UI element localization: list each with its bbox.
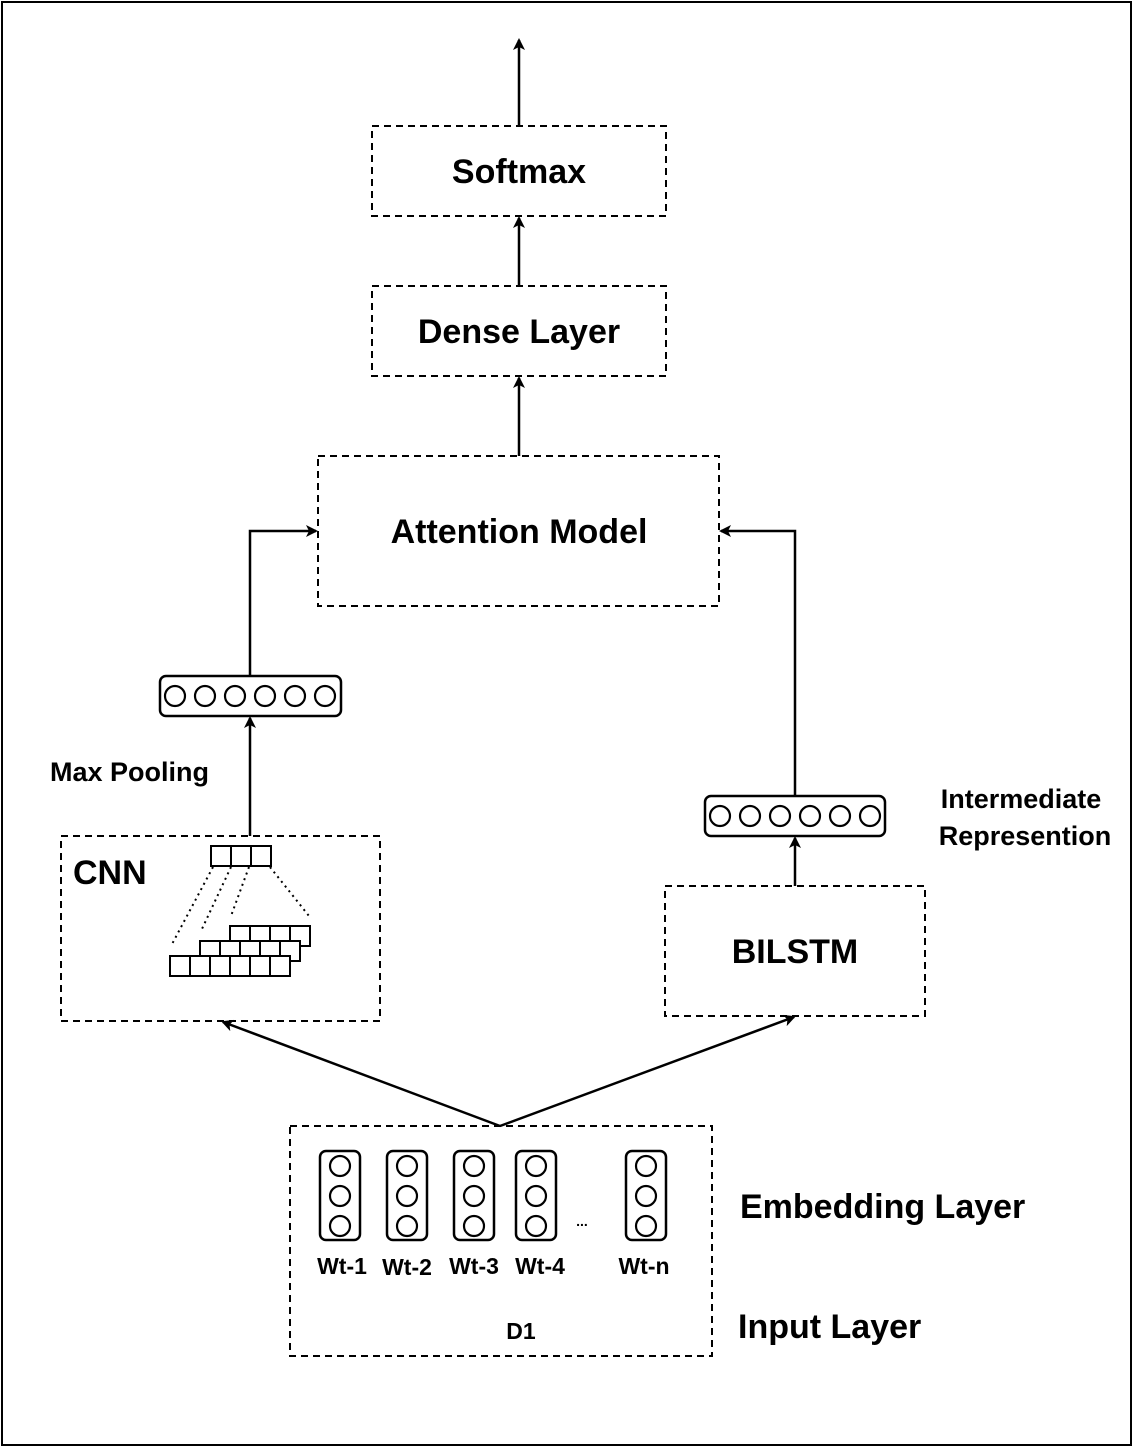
- token-label-wt-1: Wt-1: [317, 1253, 367, 1279]
- input-to-cnn-arrow: [221, 1019, 501, 1128]
- input-box-label: D1: [506, 1318, 536, 1344]
- intermediate-label-line2: Represention: [939, 821, 1112, 851]
- cnn-feature-map-front: [169, 955, 291, 977]
- intermediate-vector: [703, 794, 887, 838]
- input-to-bilstm-arrow: [499, 1014, 796, 1128]
- max-pooling-label: Max Pooling: [50, 757, 209, 787]
- bilstm-node: BILSTM: [664, 885, 926, 1017]
- dense-layer-node: Dense Layer: [371, 285, 667, 377]
- attention-model-node: Attention Model: [317, 455, 720, 607]
- pooling-to-attention-arrow: [248, 525, 318, 676]
- cnn-projection-line: [230, 866, 250, 917]
- token-label-wt-2: Wt-2: [382, 1254, 432, 1280]
- embedding-layer-label: Embedding Layer: [740, 1188, 1025, 1226]
- embedding-vector-wt-2: [385, 1149, 429, 1242]
- bilstm-label: BILSTM: [732, 933, 859, 971]
- token-label-wt-n: Wt-n: [618, 1253, 669, 1279]
- softmax-node: Softmax: [371, 125, 667, 217]
- ellipsis-label: ...: [576, 1213, 588, 1229]
- cnn-filter: [210, 845, 272, 867]
- cnn-projection-line: [269, 866, 310, 917]
- cnn-label: CNN: [73, 854, 147, 892]
- embedding-vector-wt-n: [624, 1149, 668, 1242]
- embedding-vector-wt-3: [452, 1149, 496, 1242]
- token-label-wt-4: Wt-4: [515, 1253, 565, 1279]
- cnn-projection-line: [200, 866, 232, 932]
- token-label-wt-3: Wt-3: [449, 1253, 499, 1279]
- cnn-node: CNN: [60, 835, 381, 1022]
- pooled-vector: [158, 674, 343, 718]
- input-layer-label: Input Layer: [738, 1308, 921, 1346]
- embedding-vector-wt-4: [514, 1149, 558, 1242]
- intermediate-label-line1: Intermediate: [941, 784, 1102, 814]
- attention-model-label: Attention Model: [391, 513, 648, 551]
- dense-layer-label: Dense Layer: [418, 313, 620, 351]
- input-node: ... Wt-1 Wt-2 Wt-3 Wt-4 Wt-n D1: [289, 1125, 713, 1357]
- intermediate-to-attention-arrow: [719, 525, 797, 796]
- embedding-vector-wt-1: [318, 1149, 362, 1242]
- softmax-label: Softmax: [452, 153, 586, 191]
- cnn-projection-line: [170, 866, 214, 947]
